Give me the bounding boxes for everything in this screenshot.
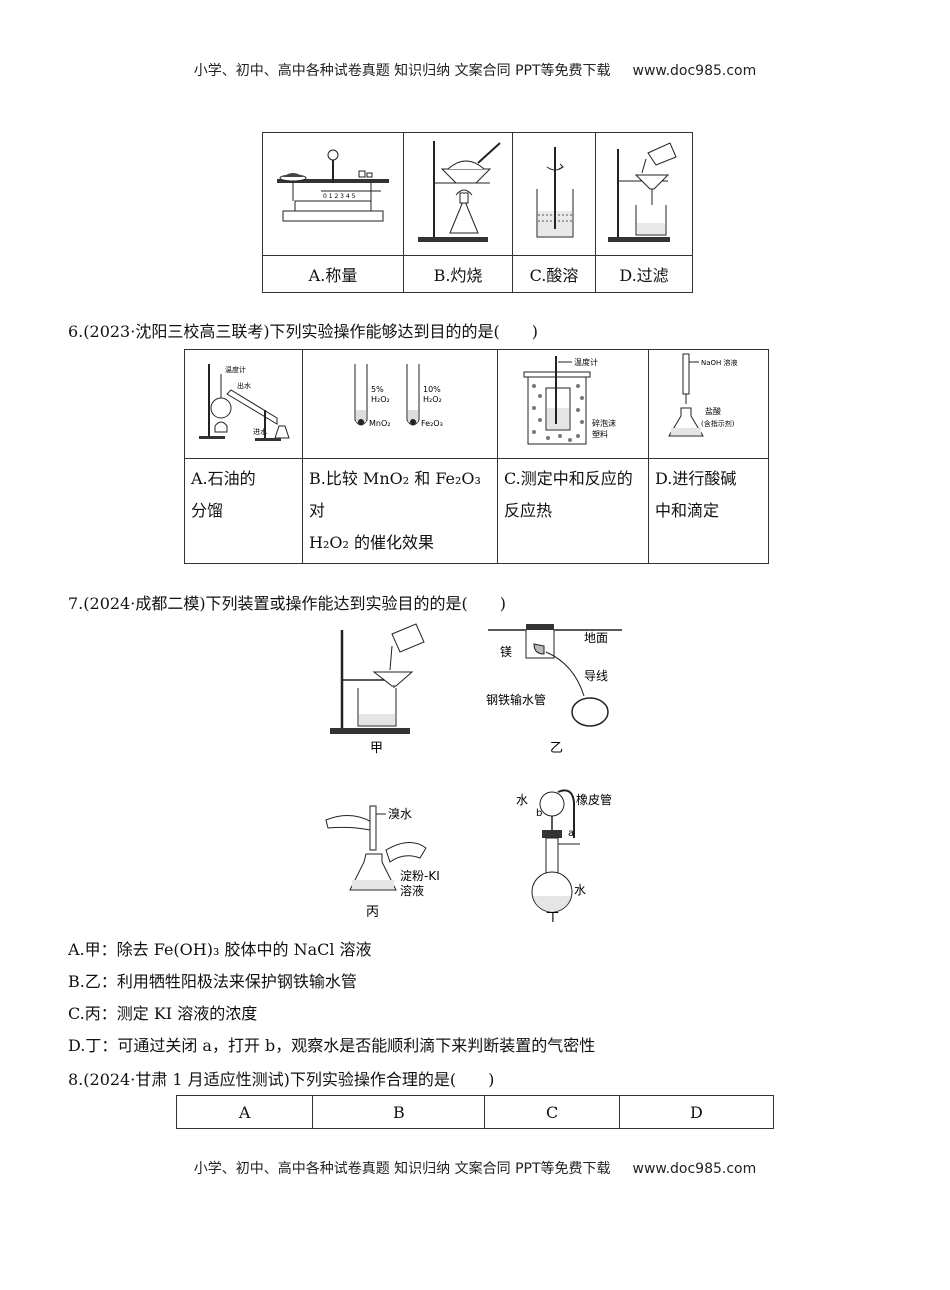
q6-option-a-line1: A.石油的 [191, 469, 256, 488]
q5-label-c: C.酸溶 [512, 255, 596, 293]
fig-filtration [595, 132, 693, 256]
q8-header-b: B [312, 1095, 486, 1129]
fig-weighing: 0 1 2 3 4 5 [262, 132, 404, 256]
h2o2-label-2: H₂O₂ [423, 395, 442, 404]
q7-option-d: D.丁：可通过关闭 a，打开 b，观察水是否能顺利滴下来判断装置的气密性 [68, 1036, 596, 1055]
q6-option-c-line1: C.测定中和反应的 [504, 469, 633, 488]
q7-stem: 7.(2024·成都二模)下列装置或操作能达到实验目的的是( ) [68, 594, 507, 613]
q6-option-b-line2: H₂O₂ 的催化效果 [309, 533, 434, 552]
water-out-label: 出水 [237, 381, 251, 390]
wire-label: 导线 [584, 669, 608, 683]
solution-label: 溶液 [400, 883, 424, 898]
thermometer-label: 温度计 [225, 365, 246, 374]
q6-option-d: D.进行酸碱 中和滴定 [648, 458, 769, 564]
yi-label: 乙 [550, 741, 563, 756]
indicator-label: (含指示剂) [701, 419, 735, 428]
filtration-icon [608, 142, 677, 242]
naoh-label: NaOH 溶液 [701, 358, 738, 367]
fig-yi: 地面 镁 导线 钢铁输水管 乙 [486, 624, 622, 756]
fig-burning [403, 132, 513, 256]
conc-5-label: 5% [371, 385, 384, 394]
rubber-tube-label: 橡皮管 [576, 792, 612, 807]
fig-ding: 水 橡皮管 b a 水 丁 [516, 789, 612, 922]
valve-b-label: b [536, 808, 542, 819]
q8-header-d: D [618, 1095, 775, 1129]
foam-label-1: 碎泡沫 [592, 418, 616, 428]
q6-option-a: A.石油的 分馏 [184, 458, 303, 564]
conc-10-label: 10% [423, 385, 441, 394]
mg-label: 镁 [500, 645, 512, 659]
q6-option-d-line1: D.进行酸碱 [655, 469, 737, 488]
fig-acid-dissolve [512, 132, 596, 256]
q5-label-b: B.灼烧 [403, 255, 513, 293]
q8-header-c: C [484, 1095, 620, 1129]
q6-option-c: C.测定中和反应的 反应热 [497, 458, 649, 564]
header-text: 小学、初中、高中各种试卷真题 知识归纳 文案合同 PPT等免费下载 [193, 63, 611, 79]
fig-catalyst-compare: 5% H₂O₂ MnO₂ 10% H₂O₂ Fe₂O₃ [302, 349, 498, 459]
scale-digits: 0 1 2 3 4 5 [323, 193, 356, 200]
water-label-top: 水 [516, 793, 528, 807]
q6-stem: 6.(2023·沈阳三校高三联考)下列实验操作能够达到目的的是( ) [68, 322, 539, 341]
fig-distillation: 温度计 出水 进水 [184, 349, 303, 459]
footer-url: www.doc985.com [632, 1161, 757, 1177]
q8-header-a: A [175, 1095, 314, 1129]
h2o2-label-1: H₂O₂ [371, 395, 390, 404]
fig-bing: 溴水 淀粉-KI 溶液 丙 [325, 805, 440, 920]
bing-label: 丙 [366, 905, 379, 920]
beaker-stir-icon [536, 147, 574, 238]
q7-option-b: B.乙：利用牺牲阳极法来保护钢铁输水管 [68, 972, 357, 991]
test-tubes-icon: 5% H₂O₂ MnO₂ 10% H₂O₂ Fe₂O₃ [354, 364, 443, 428]
mno2-label: MnO₂ [369, 419, 390, 428]
q7-option-a: A.甲：除去 Fe(OH)₃ 胶体中的 NaCl 溶液 [68, 940, 372, 959]
footer-text: 小学、初中、高中各种试卷真题 知识归纳 文案合同 PPT等免费下载 [193, 1161, 611, 1177]
jia-label: 甲 [370, 741, 383, 756]
foam-label-2: 塑料 [592, 429, 608, 439]
starch-ki-label: 淀粉-KI [400, 869, 440, 883]
q5-label-a: A.称量 [262, 255, 404, 293]
fig-jia: 甲 [330, 623, 425, 756]
thermometer-label-c: 温度计 [574, 357, 598, 367]
q6-option-b-line1: B.比较 MnO₂ 和 Fe₂O₃ 对 [309, 469, 481, 520]
q6-option-c-line2: 反应热 [504, 501, 553, 520]
valve-a-label: a [568, 828, 574, 839]
fig-calorimeter: 温度计 碎泡沫 塑料 [497, 349, 649, 459]
q8-table: A B C D [175, 1095, 775, 1129]
distillation-icon: 温度计 出水 进水 [199, 364, 290, 441]
q5-label-d: D.过滤 [595, 255, 693, 293]
page-footer: 小学、初中、高中各种试卷真题 知识归纳 文案合同 PPT等免费下载 www.doc… [0, 1158, 950, 1178]
q6-option-a-line2: 分馏 [191, 501, 224, 520]
q6-table: 温度计 出水 进水 5% H₂O₂ MnO₂ 10% [184, 349, 769, 564]
q8-stem: 8.(2024·甘肃 1 月适应性测试)下列实验操作合理的是( ) [68, 1070, 495, 1089]
calorimeter-icon: 温度计 碎泡沫 塑料 [523, 356, 616, 445]
titration-icon: NaOH 溶液 盐酸 (含指示剂) [668, 353, 738, 437]
ground-label: 地面 [584, 631, 608, 645]
hcl-label: 盐酸 [705, 406, 721, 416]
q6-option-b: B.比较 MnO₂ 和 Fe₂O₃ 对 H₂O₂ 的催化效果 [302, 458, 498, 564]
bromine-label: 溴水 [388, 807, 412, 821]
header-url: www.doc985.com [632, 63, 757, 79]
q7-option-c: C.丙：测定 KI 溶液的浓度 [68, 1004, 258, 1023]
water-label-bottom: 水 [574, 883, 586, 897]
balance-icon: 0 1 2 3 4 5 [277, 149, 389, 222]
fe2o3-label: Fe₂O₃ [421, 419, 443, 428]
page-header: 小学、初中、高中各种试卷真题 知识归纳 文案合同 PPT等免费下载 www.doc… [0, 60, 950, 80]
pipe-label: 钢铁输水管 [486, 692, 546, 707]
water-in-label: 进水 [253, 427, 267, 436]
q5-table: 0 1 2 3 4 5 [262, 132, 693, 293]
ding-label: 丁 [546, 911, 559, 922]
crucible-burner-icon [418, 141, 501, 242]
q6-option-d-line2: 中和滴定 [655, 501, 720, 520]
fig-titration: NaOH 溶液 盐酸 (含指示剂) [648, 349, 769, 459]
